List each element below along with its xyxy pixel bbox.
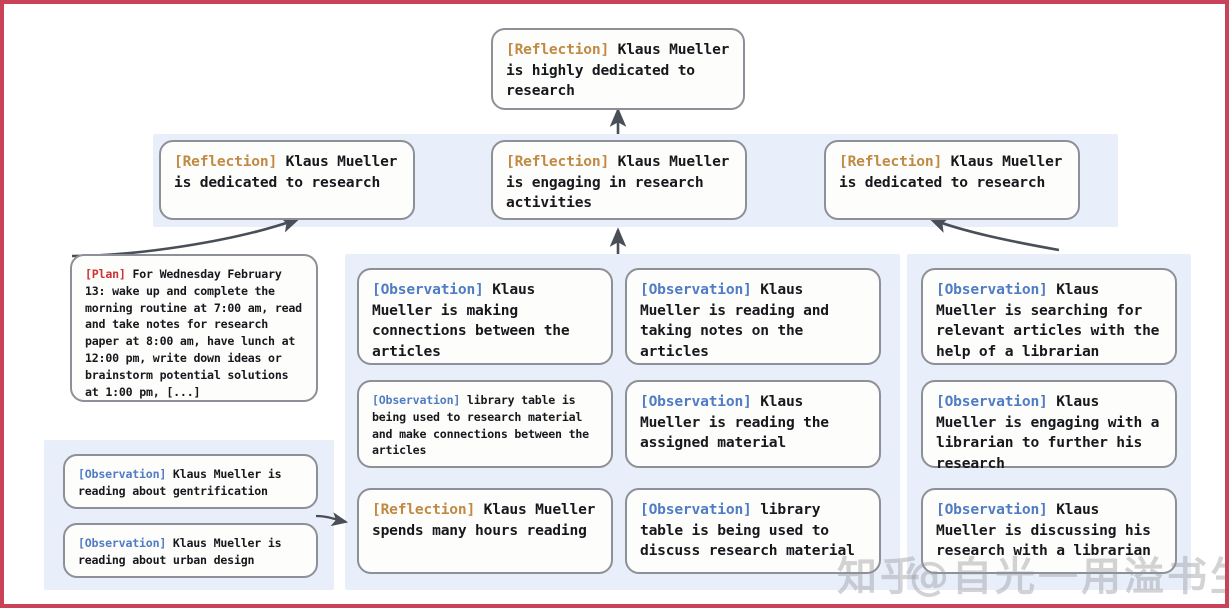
node-level2-middle-reflection[interactable]: [Reflection] Klaus Mueller is engaging i…	[491, 140, 747, 220]
node-right-column-observation-1[interactable]: [Observation] Klaus Mueller is searching…	[921, 268, 1177, 365]
node-right-column-observation-3[interactable]: [Observation] Klaus Mueller is discussin…	[921, 488, 1177, 574]
node-text: Klaus Mueller is reading the assigned ma…	[640, 393, 838, 452]
node-text: Klaus Mueller is searching for relevant …	[936, 281, 1168, 361]
node-text: Klaus Mueller spends many hours reading	[372, 501, 604, 539]
node-text: Klaus Mueller is reading about urban des…	[78, 536, 289, 567]
node-left-column-reflection[interactable]: [Reflection] Klaus Mueller spends many h…	[357, 488, 613, 574]
node-tag: [Reflection]	[506, 41, 610, 58]
node-middle-column-observation-2[interactable]: [Observation] Klaus Mueller is reading t…	[625, 380, 881, 468]
node-text: Klaus Mueller is highly dedicated to res…	[506, 41, 738, 100]
node-text: Klaus Mueller is engaging with a librari…	[936, 393, 1168, 473]
node-text: Klaus Mueller is reading and taking note…	[640, 281, 838, 361]
node-tag: [Observation]	[640, 393, 752, 410]
node-level2-right-reflection[interactable]: [Reflection] Klaus Mueller is dedicated …	[824, 140, 1080, 220]
node-text: library table is being used to discuss r…	[640, 501, 855, 560]
node-tag: [Observation]	[936, 393, 1048, 410]
node-tag: [Reflection]	[174, 153, 278, 170]
node-tag: [Observation]	[372, 281, 484, 298]
node-tag: [Observation]	[78, 536, 167, 550]
node-tag: [Observation]	[78, 467, 167, 481]
node-text: Klaus Mueller is making connections betw…	[372, 281, 579, 361]
node-text: Klaus Mueller is dedicated to research	[174, 153, 406, 191]
node-bottomleft-observation-2[interactable]: [Observation] Klaus Mueller is reading a…	[63, 523, 318, 578]
node-text: Klaus Mueller is dedicated to research	[839, 153, 1071, 191]
node-plan[interactable]: [Plan] For Wednesday February 13: wake u…	[70, 254, 318, 402]
node-left-column-observation-2[interactable]: [Observation] library table is being use…	[357, 380, 613, 468]
node-tag: [Observation]	[936, 281, 1048, 298]
node-middle-column-observation-3[interactable]: [Observation] library table is being use…	[625, 488, 881, 574]
node-tag: [Reflection]	[372, 501, 476, 518]
node-tag: [Reflection]	[839, 153, 943, 170]
node-tag: [Observation]	[640, 281, 752, 298]
node-text: Klaus Mueller is discussing his research…	[936, 501, 1160, 560]
node-text: Klaus Mueller is reading about gentrific…	[78, 467, 289, 498]
node-tag: [Reflection]	[506, 153, 610, 170]
node-tag: [Observation]	[640, 501, 752, 518]
node-text: For Wednesday February 13: wake up and c…	[85, 267, 309, 399]
node-tag: [Observation]	[372, 393, 461, 407]
node-text: library table is being used to research …	[372, 393, 596, 458]
node-level2-left-reflection[interactable]: [Reflection] Klaus Mueller is dedicated …	[159, 140, 415, 220]
node-root-reflection[interactable]: [Reflection] Klaus Mueller is highly ded…	[491, 28, 745, 110]
node-tag: [Observation]	[936, 501, 1048, 518]
node-right-column-observation-2[interactable]: [Observation] Klaus Mueller is engaging …	[921, 380, 1177, 472]
node-middle-column-observation-1[interactable]: [Observation] Klaus Mueller is reading a…	[625, 268, 881, 365]
node-bottomleft-observation-1[interactable]: [Observation] Klaus Mueller is reading a…	[63, 454, 318, 509]
node-left-column-observation-1[interactable]: [Observation] Klaus Mueller is making co…	[357, 268, 613, 365]
node-text: Klaus Mueller is engaging in research ac…	[506, 153, 738, 212]
node-tag: [Plan]	[85, 267, 126, 281]
